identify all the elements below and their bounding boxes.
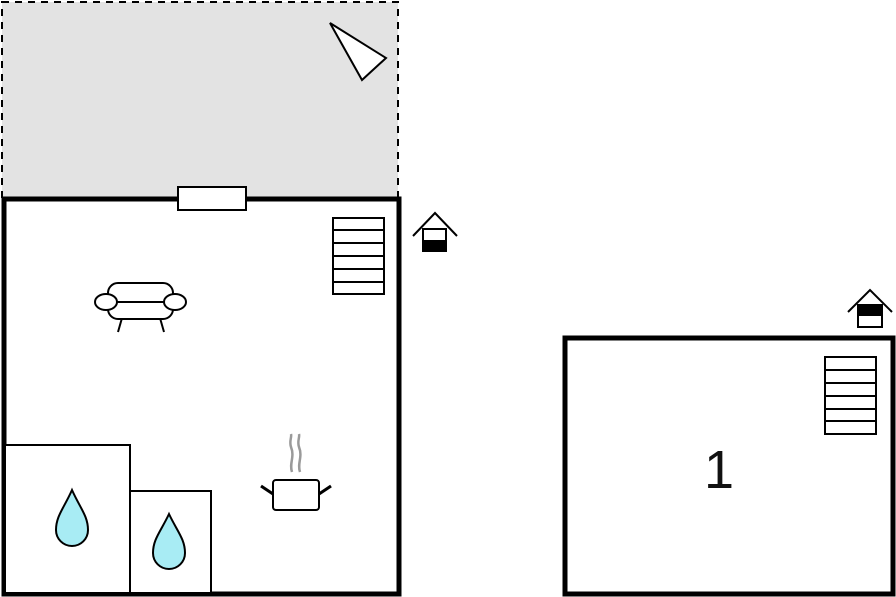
terrace-area	[1, 1, 399, 199]
water-drop-icon	[54, 487, 90, 547]
stairs-icon	[332, 217, 385, 295]
water-drop-icon	[151, 511, 187, 570]
floor-label: 1	[704, 440, 734, 500]
stairs-icon	[824, 356, 877, 435]
house-entrance-icon	[412, 211, 458, 252]
house-entrance-icon	[847, 288, 893, 328]
cooking-pot-icon	[260, 433, 332, 511]
compass-arrow-icon	[329, 22, 388, 82]
sofa-icon	[94, 282, 187, 333]
window	[177, 186, 247, 211]
